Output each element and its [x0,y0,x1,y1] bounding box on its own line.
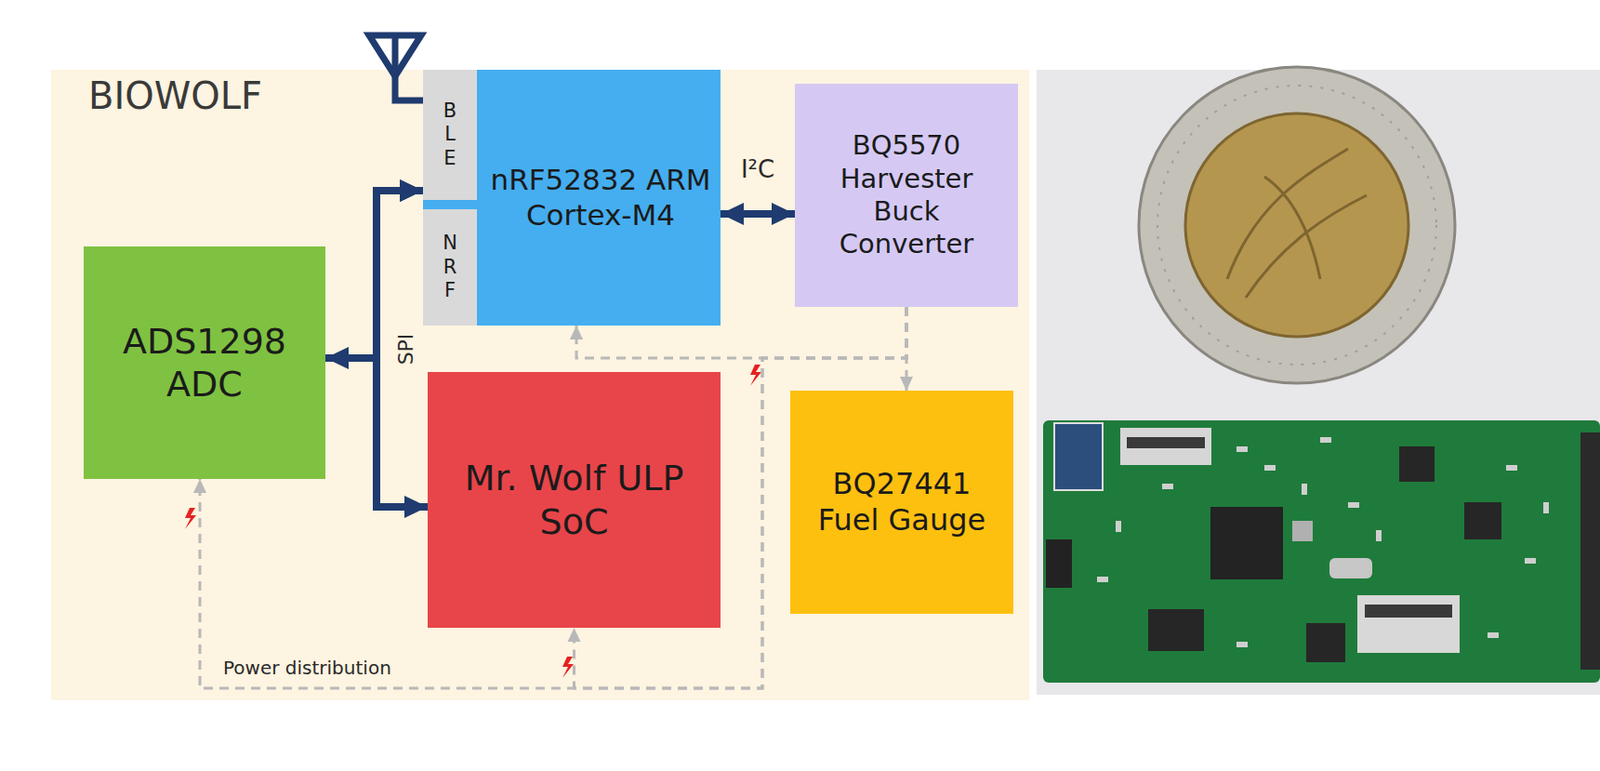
text-group: nRF52832 ARM Cortex-M4 [489,162,712,234]
coin-photo [1138,66,1455,384]
diagram-panel [51,69,1030,701]
fpc-connector [1357,595,1460,653]
text-group: Mr. Wolf ULP SoC [436,456,712,543]
node-text: nRF52832 ARM Cortex-M4 [489,162,712,234]
harvester-box: BQ5570 Harvester Buck Converter [794,83,1019,307]
bus-arrow [376,190,428,507]
antenna-symbol [369,35,424,101]
text-group: N R F [440,231,461,304]
node-text: B L E [440,99,461,172]
smd-parts [1097,436,1549,648]
text-group: B L E [440,99,461,172]
text-group: BQ27441 Fuel Gauge [799,465,1005,539]
node-text: Mr. Wolf ULP SoC [436,456,712,543]
inductor [1292,520,1313,542]
ic-chip [1306,622,1346,662]
section-label: Power distribution [223,656,392,679]
bus-label: I²C [740,155,775,184]
ic-chip [1399,446,1435,482]
node-text: BQ5570 Harvester Buck Converter [804,129,1009,262]
bus-arrow [720,210,795,218]
ic-chip [1148,608,1204,651]
soc-chip [1210,506,1283,580]
node-text: ADS1298 ADC [92,319,317,407]
text-group: ADS1298 ADC [92,319,317,407]
fuel-gauge-box: BQ27441 Fuel Gauge [790,390,1014,614]
fpc-connector [1120,427,1212,465]
antenna-feed [395,35,424,101]
lightning-symbol [185,507,197,529]
fpc-slot [1364,604,1453,618]
radio-strip: N R F [423,209,477,326]
adc-box: ADS1298 ADC [83,246,326,479]
lightning-symbol [750,364,762,386]
diagram-title: BIOWOLF [88,74,263,118]
coin-center [1185,113,1409,337]
node-text: BQ27441 Fuel Gauge [799,465,1005,539]
node-text: N R F [440,231,461,304]
fpc-slot [1126,436,1205,449]
pcb-board [1043,420,1600,683]
radio-strip: B L E [423,69,477,200]
lightning-symbol [562,656,574,678]
bus-label: SPI [394,332,418,365]
ble-module [1054,423,1103,490]
text-group: BQ5570 Harvester Buck Converter [804,129,1009,262]
mcu-box: B L E N R F nRF52832 ARM Cortex-M4 [423,69,721,326]
power-line [905,306,909,391]
edge-connector [1580,432,1600,670]
coin-relief [1227,148,1367,298]
coin-stars [1157,85,1437,365]
coin-ring [1138,66,1455,384]
crystal [1329,557,1373,579]
ic-chip [1464,502,1502,540]
pcb-photo [1043,420,1600,683]
pin-header [1045,539,1072,588]
soc-box: Mr. Wolf ULP SoC [427,371,721,628]
